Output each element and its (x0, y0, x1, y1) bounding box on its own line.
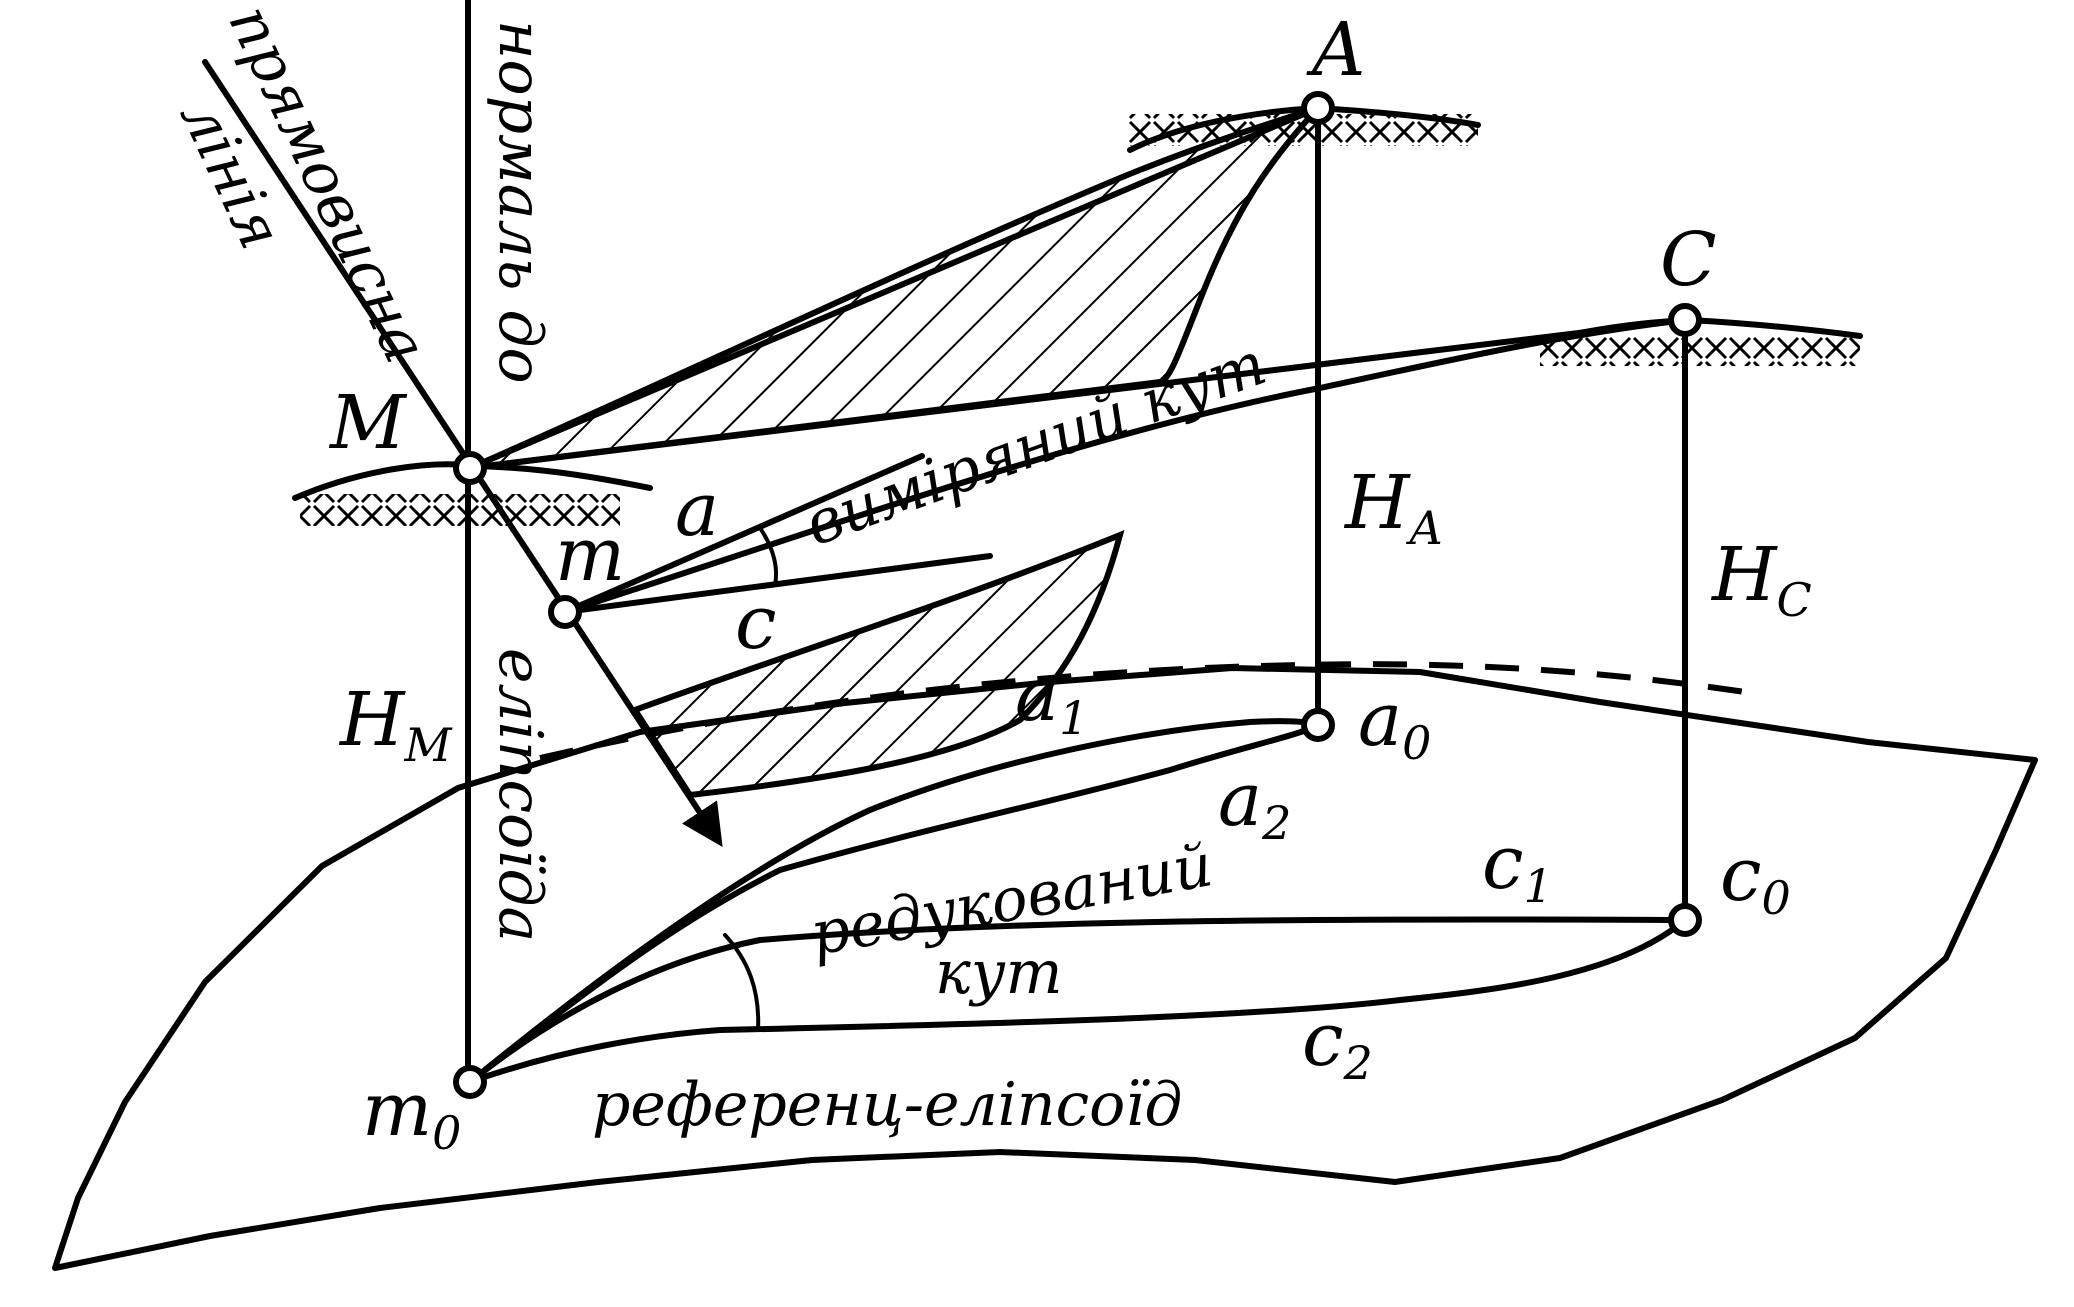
curve-a2 (467, 722, 1321, 1085)
label-M: M (328, 380, 408, 466)
curve-c1 (467, 916, 1688, 1085)
plumb-line (202, 59, 723, 848)
label-HM: HM (338, 677, 454, 772)
label-c1: c1 (1482, 820, 1553, 913)
point-C (1668, 303, 1702, 337)
line-MC (467, 317, 1688, 471)
label-c0: c0 (1720, 832, 1791, 925)
line-mC (562, 317, 1688, 615)
label-C: C (1660, 217, 1717, 303)
point-A (1301, 91, 1335, 125)
point-m0 (453, 1065, 487, 1099)
ground-M-hatch (300, 494, 620, 526)
label-HC: HC (1710, 532, 1812, 627)
point-M (453, 451, 487, 485)
reduced-angle-arc (723, 933, 761, 1032)
point-m (548, 595, 582, 629)
label-normal-2: еліпсоїда (485, 648, 555, 942)
label-c: c (735, 580, 776, 666)
plane-ma0 (630, 529, 1125, 799)
ellipsoid-surface (52, 665, 2038, 1271)
label-m: m (555, 512, 625, 598)
label-a1: a1 (1015, 652, 1088, 745)
label-normal-1: нормаль до (485, 20, 555, 384)
label-HA: HA (1343, 460, 1443, 555)
label-c2: c2 (1302, 997, 1373, 1090)
line-MA (467, 105, 1321, 471)
label-A: A (1306, 7, 1365, 93)
point-a0 (1301, 708, 1335, 742)
label-reference-ellipsoid: референц-еліпсоїд (592, 1070, 1182, 1140)
label-a2: a2 (1218, 757, 1291, 850)
measured-angle-arc (758, 526, 779, 587)
ray-ma (562, 453, 925, 615)
label-reduced-angle-2: кут (935, 938, 1063, 1008)
ground-C-hatch (1540, 336, 1860, 366)
ray-mc (562, 553, 993, 615)
label-a0: a0 (1358, 677, 1431, 770)
ground-A-hatch (1128, 114, 1478, 146)
point-c0 (1668, 903, 1702, 937)
label-a: a (675, 467, 719, 553)
curve-c2 (467, 917, 1688, 1085)
label-m0: m0 (362, 1067, 461, 1160)
